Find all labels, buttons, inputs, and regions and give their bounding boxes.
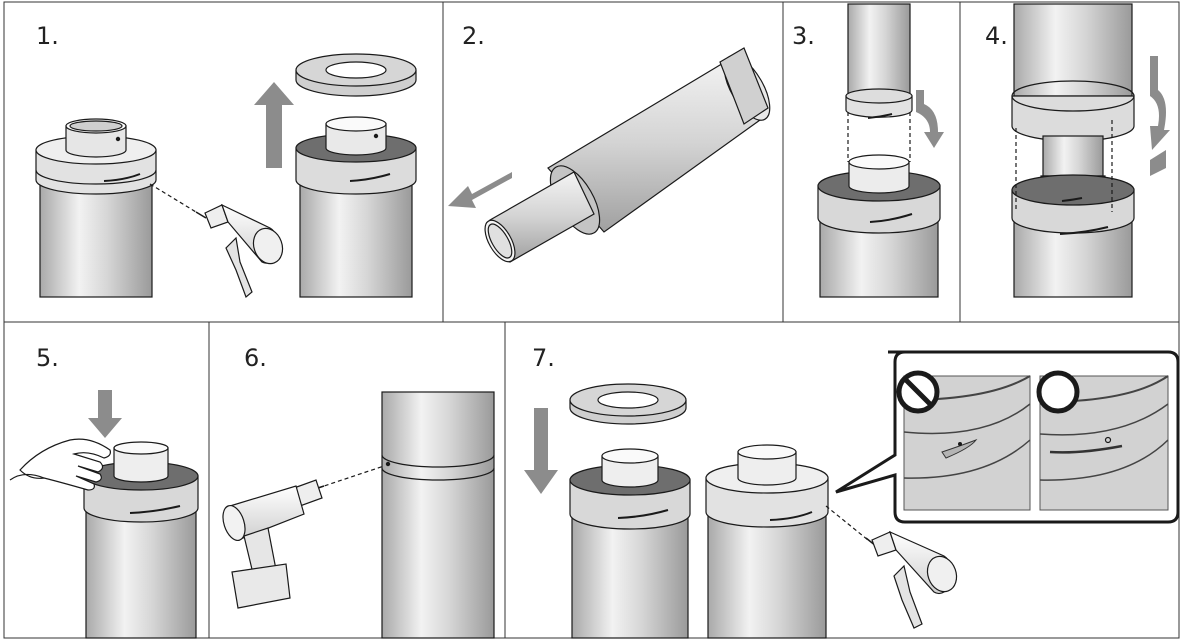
- step-2-illustration: [448, 47, 771, 263]
- step-7-illustration: [524, 383, 958, 639]
- correct-icon: [1036, 370, 1080, 414]
- drill-icon: [865, 530, 958, 629]
- prohibited-icon: [896, 370, 940, 414]
- rotate-arrow-icon: [916, 90, 944, 148]
- rotate-arrow-icon: [1150, 150, 1166, 176]
- left-arrow-icon: [448, 172, 512, 208]
- pipe-with-collar: [35, 118, 157, 298]
- rotate-arrow-icon: [1150, 56, 1170, 150]
- drill-guide-line: [149, 183, 197, 213]
- step-number-6: 6.: [244, 344, 267, 372]
- down-arrow-icon: [524, 408, 558, 494]
- inner-pipe: [484, 171, 595, 263]
- upper-pipe: [845, 3, 913, 119]
- step-5-illustration: [9, 390, 199, 639]
- step-6-illustration: [222, 391, 495, 639]
- step-number-7: 7.: [532, 344, 555, 372]
- step-number-2: 2.: [462, 22, 485, 50]
- hand-icon: [9, 438, 111, 491]
- callout-detail: [835, 350, 1180, 524]
- drill-guide-line: [825, 505, 869, 541]
- alignment-lines: [1015, 120, 1113, 212]
- pipe-with-collar: [705, 444, 829, 639]
- tall-pipe: [381, 391, 495, 639]
- up-arrow-icon: [254, 82, 294, 168]
- drill-icon: [195, 203, 284, 299]
- alignment-lines: [847, 112, 911, 162]
- step-number-5: 5.: [36, 344, 59, 372]
- drill-icon: [222, 479, 325, 609]
- joined-pipe: [1011, 3, 1135, 298]
- flange-ring: [569, 383, 687, 425]
- pipe-with-ring: [295, 53, 417, 298]
- step-number-1: 1.: [36, 22, 59, 50]
- step-number-4: 4.: [985, 22, 1008, 50]
- pipe-with-collar: [569, 448, 691, 639]
- step-4-illustration: [1011, 3, 1170, 298]
- lower-pipe: [817, 154, 941, 298]
- step-number-3: 3.: [792, 22, 815, 50]
- step-1-illustration: [35, 53, 417, 299]
- down-arrow-icon: [88, 390, 122, 438]
- drill-guide-line: [317, 465, 385, 489]
- step-3-illustration: [817, 3, 944, 298]
